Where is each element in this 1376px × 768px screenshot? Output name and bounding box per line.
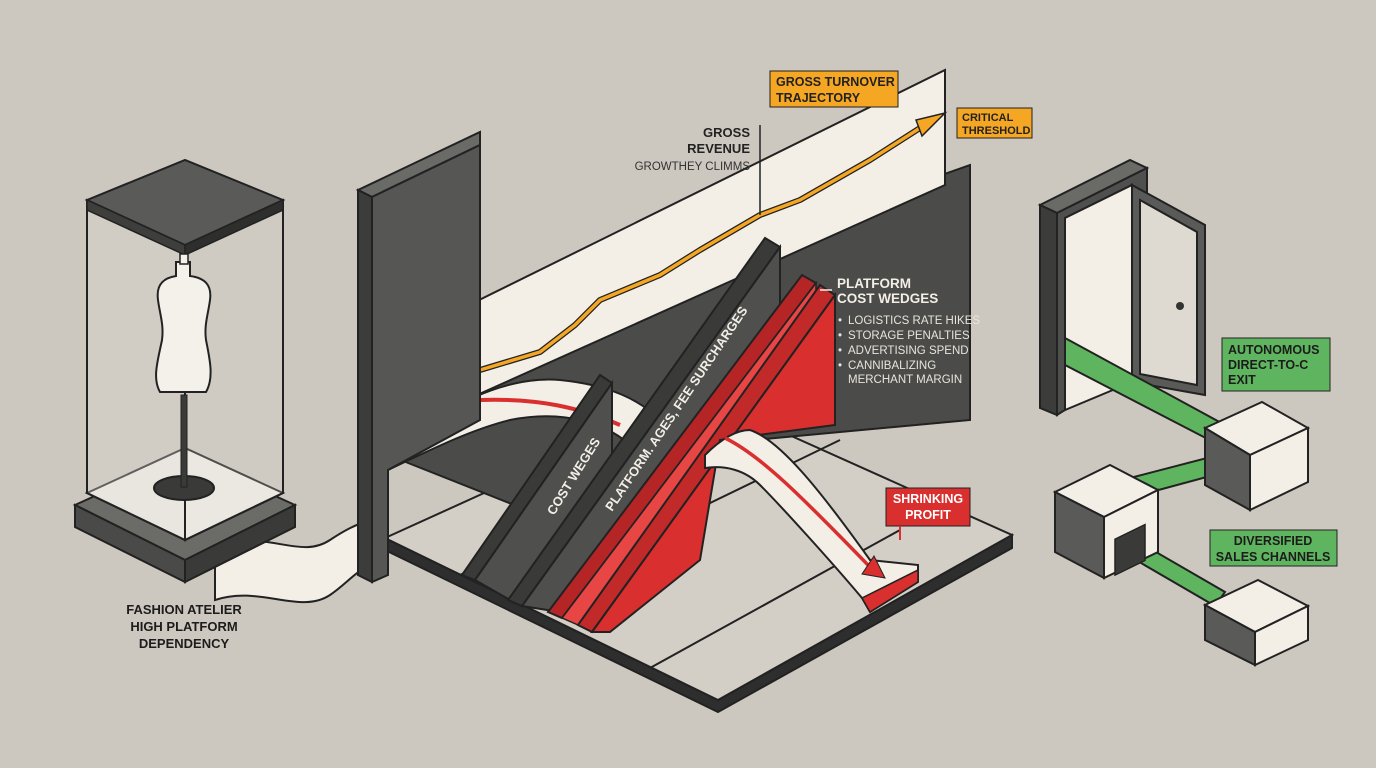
exit-doorway (1037, 158, 1206, 417)
autonomous-exit-line1: AUTONOMOUS (1228, 343, 1319, 357)
cost-item-cannibalizing: CANNIBALIZING (848, 360, 936, 372)
autonomous-exit-line2: DIRECT-TO-C (1228, 358, 1308, 372)
shrinking-profit-line2: PROFIT (905, 508, 951, 522)
diversified-channels-tag: DIVERSIFIED SALES CHANNELS (1209, 529, 1338, 567)
svg-text:•: • (838, 345, 842, 357)
critical-threshold-tag: CRITICAL THRESHOLD (956, 107, 1033, 139)
block-lower-right (1202, 578, 1311, 667)
atelier-label-line3: DEPENDENCY (139, 636, 230, 651)
display-case (72, 158, 298, 584)
atelier-label-line1: FASHION ATELIER (126, 602, 242, 617)
gross-revenue-line2: REVENUE (687, 141, 750, 156)
platform-cost-wedges-callout: PLATFORM COST WEDGES • LOGISTICS RATE HI… (820, 276, 980, 386)
cost-wedge-small (460, 373, 614, 602)
profit-ribbon (704, 428, 919, 614)
platform-cost-title-line1: PLATFORM (837, 276, 911, 291)
diversified-line1: DIVERSIFIED (1234, 534, 1313, 548)
svg-text:•: • (838, 315, 842, 327)
gross-turnover-line1: GROSS TURNOVER (776, 75, 895, 89)
trajectory-arrowhead (915, 111, 948, 138)
gross-revenue-sub: GROWTHEY CLIMMS (635, 161, 751, 173)
gross-turnover-line2: TRAJECTORY (776, 91, 861, 105)
shrinking-profit-tag: SHRINKING PROFIT (885, 487, 971, 540)
block-lower-left (1052, 463, 1161, 580)
gross-turnover-tag: GROSS TURNOVER TRAJECTORY (769, 70, 899, 108)
gross-revenue-line1: GROSS (703, 125, 750, 140)
critical-threshold-line2: THRESHOLD (962, 125, 1031, 137)
autonomous-exit-line3: EXIT (1228, 373, 1256, 387)
autonomous-exit-tag: AUTONOMOUS DIRECT-TO-C EXIT (1221, 337, 1331, 392)
atelier-label: FASHION ATELIER HIGH PLATFORM DEPENDENCY (126, 602, 242, 651)
cost-item-advertising: ADVERTISING SPEND (848, 345, 969, 357)
profit-arrowhead (861, 555, 886, 579)
platform-cost-title-line2: COST WEDGES (837, 291, 938, 306)
atelier-label-line2: HIGH PLATFORM (130, 619, 237, 634)
left-pillar (355, 130, 481, 584)
block-upper (1202, 400, 1311, 512)
critical-threshold-line1: CRITICAL (962, 112, 1014, 124)
cost-item-cont: MERCHANT MARGIN (848, 374, 962, 386)
svg-text:•: • (838, 330, 842, 342)
cost-item-storage: STORAGE PENALTIES (848, 330, 970, 342)
shrinking-profit-line1: SHRINKING (893, 492, 963, 506)
svg-text:•: • (838, 360, 842, 372)
cost-item-logistics: LOGISTICS RATE HIKES (848, 315, 980, 327)
diversified-line2: SALES CHANNELS (1216, 550, 1331, 564)
